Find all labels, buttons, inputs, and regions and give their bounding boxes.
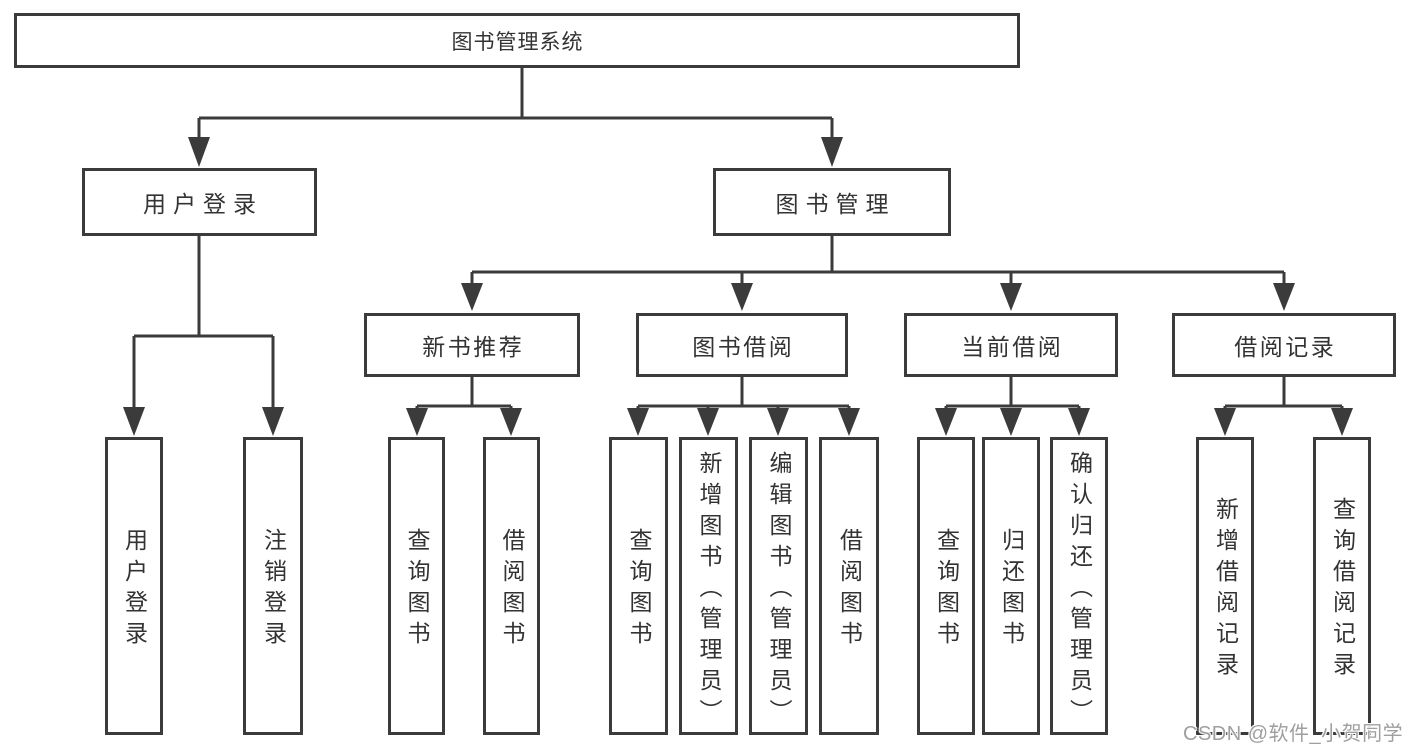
node-label: 新书推荐 xyxy=(422,334,525,360)
node-user-login: 用户登录 xyxy=(82,168,317,236)
leaf-query-books-2: 查询图书 xyxy=(609,437,668,735)
leaf-return-books: 归还图书 xyxy=(982,437,1040,735)
node-book-management: 图书管理 xyxy=(713,168,951,236)
node-borrow-records: 借阅记录 xyxy=(1172,313,1396,377)
node-label: 当前借阅 xyxy=(961,334,1064,360)
node-label: 图书管理系统 xyxy=(451,30,584,54)
leaf-label: 注销登录 xyxy=(260,528,287,652)
leaf-query-books-3: 查询图书 xyxy=(917,437,975,735)
node-label: 借阅记录 xyxy=(1234,334,1337,360)
node-current-borrow: 当前借阅 xyxy=(904,313,1118,377)
leaf-label: 查询图书 xyxy=(404,528,430,652)
leaf-user-login: 用户登录 xyxy=(105,437,163,735)
leaf-borrow-books-2: 借阅图书 xyxy=(819,437,879,735)
leaf-query-books-1: 查询图书 xyxy=(388,437,445,735)
node-library-management-system: 图书管理系统 xyxy=(14,13,1020,68)
leaf-add-borrow-record: 新增借阅记录 xyxy=(1196,437,1254,735)
leaf-label: 查询图书 xyxy=(933,528,960,652)
node-new-book-recommend: 新书推荐 xyxy=(364,313,580,377)
node-book-borrow: 图书借阅 xyxy=(636,313,848,377)
leaf-label: 查询图书 xyxy=(626,528,652,652)
leaf-label: 归还图书 xyxy=(998,528,1025,652)
leaf-add-books-admin: 新增图书（管理员） xyxy=(679,437,738,735)
csdn-watermark: CSDN @软件_小贺同学 xyxy=(1183,723,1404,745)
leaf-label: 借阅图书 xyxy=(836,528,863,652)
leaf-edit-books-admin: 编辑图书（管理员） xyxy=(749,437,808,735)
leaf-label: 用户登录 xyxy=(121,528,148,652)
node-label: 图书管理 xyxy=(775,191,896,217)
node-label: 用户登录 xyxy=(143,191,263,217)
leaf-logout-login: 注销登录 xyxy=(243,437,303,735)
leaf-label: 查询借阅记录 xyxy=(1329,497,1356,683)
leaf-label: 编辑图书（管理员） xyxy=(766,450,792,730)
leaf-confirm-return-admin: 确认归还（管理员） xyxy=(1050,437,1108,735)
leaf-borrow-books-1: 借阅图书 xyxy=(483,437,540,735)
leaf-label: 新增图书（管理员） xyxy=(696,450,722,730)
node-label: 图书借阅 xyxy=(692,334,795,360)
leaf-label: 确认归还（管理员） xyxy=(1066,450,1093,730)
leaf-label: 借阅图书 xyxy=(499,528,525,652)
leaf-label: 新增借阅记录 xyxy=(1212,497,1239,683)
leaf-query-borrow-record: 查询借阅记录 xyxy=(1313,437,1371,735)
